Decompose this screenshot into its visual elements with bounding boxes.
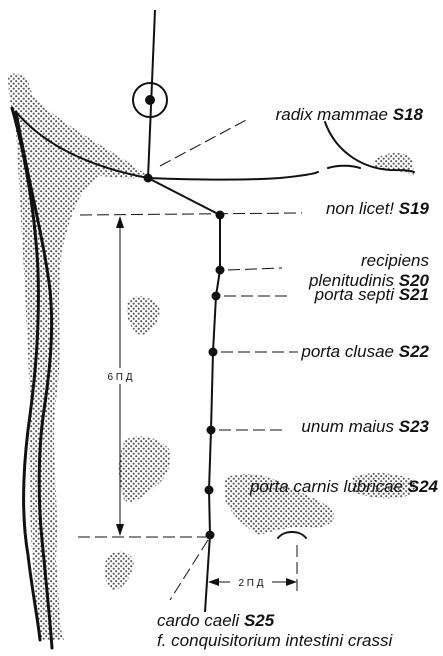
measurement-horizontal: 2 П Д (208, 575, 297, 589)
meridian-shoulder (148, 178, 220, 215)
point-s25 (206, 531, 215, 540)
side-shading-1 (127, 296, 160, 335)
point-s24 (205, 486, 214, 495)
label-s23: unum maius S23 (301, 417, 429, 436)
meridian-line (205, 215, 220, 612)
arrow-right-head (286, 578, 297, 586)
measure-vertical-label: 6 П Д (107, 372, 132, 383)
label-s25: cardo caeli S25 (157, 611, 275, 630)
label-s25-alt: f. conquisitorium intestini crassi (157, 631, 393, 650)
label-s24: porta carnis lubricae S24 (249, 477, 439, 496)
label-s21: porta septi S21 (314, 285, 429, 304)
label-s19: non licet! S19 (326, 199, 430, 218)
measure-horizontal-label: 2 П Д (238, 578, 263, 589)
leader-s20 (228, 268, 282, 270)
point-s22 (209, 348, 218, 357)
navel-arc (278, 532, 306, 538)
leader-s18 (160, 118, 250, 166)
collar-line-right (328, 166, 360, 168)
nipple-point (145, 95, 155, 105)
point-s20 (216, 266, 225, 275)
lower-shading-3 (105, 552, 134, 590)
leader-s19 (80, 213, 302, 215)
label-s20-line1: recipiens (361, 251, 430, 270)
arrow-left-head (208, 578, 219, 586)
arrow-down-head (116, 524, 124, 536)
side-shading-2 (119, 436, 170, 502)
leader-s25 (170, 540, 208, 600)
point-s21 (212, 292, 221, 301)
meridian-top (148, 10, 155, 178)
label-s18: radix mammae S18 (276, 105, 424, 124)
point-s18-junction (144, 174, 153, 183)
point-s19 (216, 211, 225, 220)
arrow-up-head (116, 216, 124, 228)
label-s22: porta clusae S22 (300, 342, 429, 361)
labels: radix mammae S18 non licet! S19 recipien… (157, 105, 439, 650)
point-s23 (207, 426, 216, 435)
